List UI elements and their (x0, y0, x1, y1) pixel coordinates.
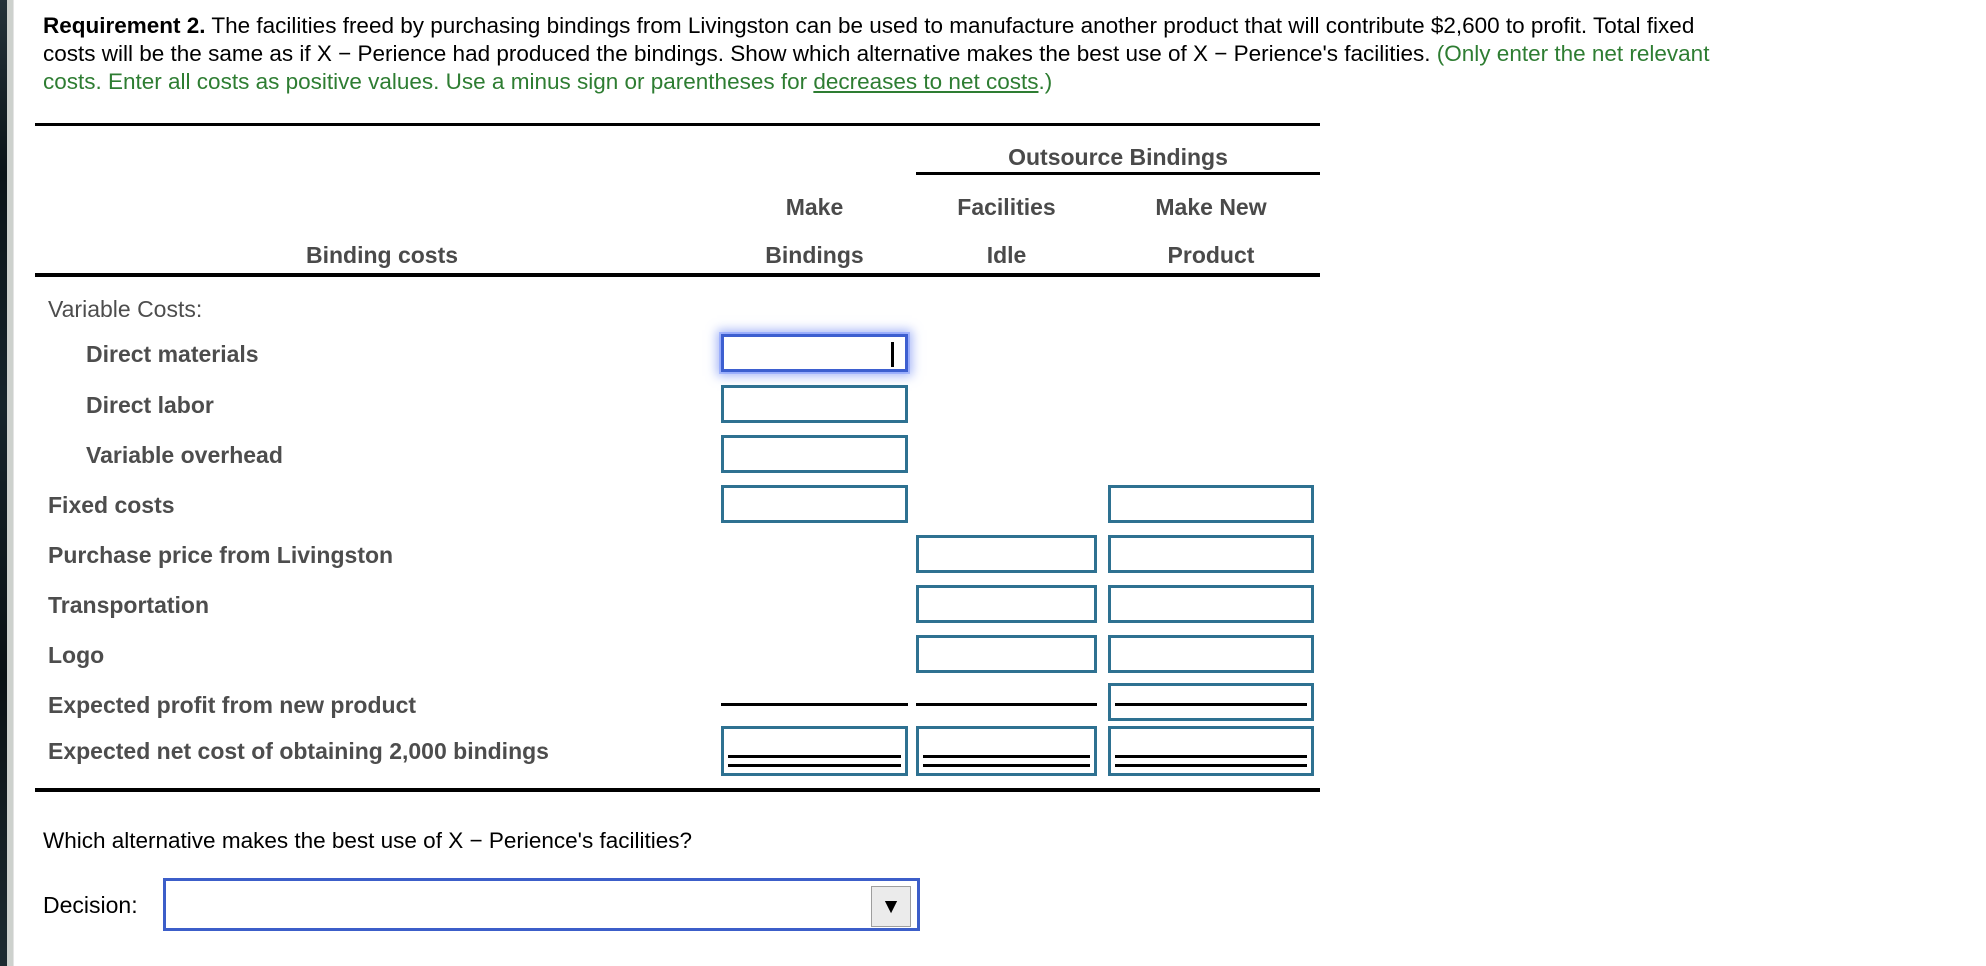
input-purchase-price-facilities-idle[interactable] (916, 535, 1097, 573)
requirement-paragraph: Requirement 2. The facilities freed by p… (43, 12, 1963, 96)
row-label-variable-overhead: Variable overhead (86, 442, 283, 468)
decision-label: Decision: (43, 892, 138, 918)
input-expected-net-cost-make-bindings[interactable] (721, 726, 908, 776)
table-bottom-rule (35, 788, 1320, 792)
subtotal-underline-facilities-idle (916, 703, 1097, 706)
window-edge (0, 0, 7, 966)
input-direct-materials-make-bindings[interactable] (721, 334, 908, 372)
text-caret (891, 342, 894, 367)
col-header-facilities: Facilities (957, 194, 1056, 220)
col-header-product: Product (1167, 242, 1255, 268)
dropdown-arrow-icon[interactable]: ▼ (871, 886, 911, 927)
subtotal-underline-make-bindings (721, 703, 908, 706)
row-label-expected-profit: Expected profit from new product (48, 692, 417, 718)
input-expected-net-cost-facilities-idle[interactable] (916, 726, 1097, 776)
row-label-fixed-costs: Fixed costs (48, 492, 175, 518)
double-rule-top (728, 755, 901, 758)
input-fixed-costs-make-bindings[interactable] (721, 485, 908, 523)
col-header-make: Make (785, 194, 844, 220)
decreases-to-net-costs-link-text: decreases to net costs (813, 69, 1039, 94)
input-transportation-facilities-idle[interactable] (916, 585, 1097, 623)
scrollbar-track[interactable] (7, 0, 14, 966)
question-text: Which alternative makes the best use of … (43, 828, 692, 853)
requirement-title: Requirement 2. (43, 13, 206, 38)
row-label-transportation: Transportation (48, 592, 210, 618)
input-expected-net-cost-make-new-product[interactable] (1108, 726, 1314, 776)
col-header-idle: Idle (986, 242, 1027, 268)
input-fixed-costs-make-new-product[interactable] (1108, 485, 1314, 523)
double-rule-bottom (923, 764, 1090, 767)
col-header-bindings: Bindings (765, 242, 864, 268)
col-header-make-new: Make New (1155, 194, 1267, 220)
header-bottom-rule (35, 273, 1320, 277)
input-logo-make-new-product[interactable] (1108, 635, 1314, 673)
row-label-direct-materials: Direct materials (86, 341, 259, 367)
double-rule-top (1115, 755, 1307, 758)
input-direct-labor-make-bindings[interactable] (721, 385, 908, 423)
row-label-expected-net-cost: Expected net cost of obtaining 2,000 bin… (48, 738, 549, 764)
double-rule-bottom (1115, 764, 1307, 767)
decision-select[interactable]: ▼ (163, 878, 920, 931)
input-purchase-price-make-new-product[interactable] (1108, 535, 1314, 573)
input-expected-profit-make-new-product[interactable] (1108, 683, 1314, 721)
input-logo-facilities-idle[interactable] (916, 635, 1097, 673)
requirement-line-1: Requirement 2. The facilities freed by p… (43, 13, 1695, 38)
table-top-rule (35, 123, 1320, 126)
subtotal-underline-make-new-product (1115, 703, 1307, 706)
row-label-logo: Logo (48, 642, 105, 668)
group-header-underline (916, 172, 1320, 175)
input-transportation-make-new-product[interactable] (1108, 585, 1314, 623)
section-label-variable-costs: Variable Costs: (48, 296, 203, 322)
double-rule-top (923, 755, 1090, 758)
row-header-binding-costs: Binding costs (305, 242, 459, 268)
row-label-purchase-price: Purchase price from Livingston (48, 542, 394, 568)
requirement-line-3: costs. Enter all costs as positive value… (43, 69, 1053, 94)
group-header-outsource-bindings: Outsource Bindings (1008, 144, 1228, 170)
row-label-direct-labor: Direct labor (86, 392, 214, 418)
requirement-line-2: costs will be the same as if X − Perienc… (43, 41, 1710, 66)
double-rule-bottom (728, 764, 901, 767)
input-variable-overhead-make-bindings[interactable] (721, 435, 908, 473)
